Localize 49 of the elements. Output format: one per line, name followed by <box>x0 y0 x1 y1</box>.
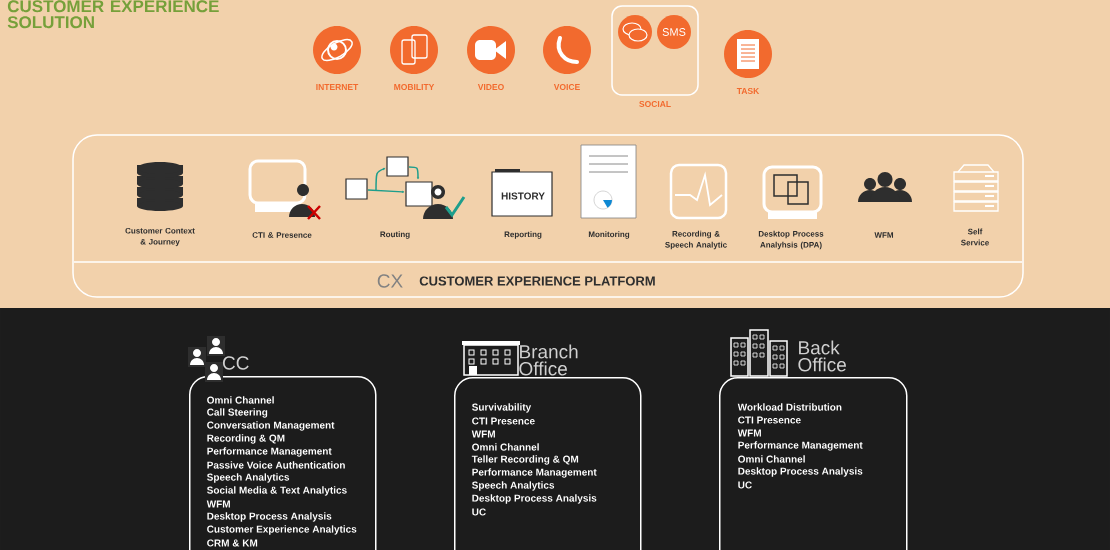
item-label: Routing <box>380 231 410 239</box>
title: CUSTOMER EXPERIENCE SOLUTION <box>7 0 219 29</box>
list-item: Desktop Process Analysis <box>738 467 863 477</box>
list-item: UC <box>472 508 486 516</box>
section-heading: Branch Office <box>519 344 578 376</box>
list-item: Speech Analytics <box>472 481 555 491</box>
list-item: Performance Management <box>738 441 863 451</box>
item-label: Monitoring <box>588 231 630 239</box>
list-item: Teller Recording & QM <box>471 455 579 465</box>
list-item: UC <box>738 481 752 489</box>
list-item: Workload Distribution <box>737 403 842 411</box>
channel-label: INTERNET <box>316 84 359 90</box>
list-item: Call Steering <box>207 408 268 418</box>
item-label: WFM <box>874 232 894 238</box>
list-item: WFM <box>206 500 230 508</box>
list-item: Speech Analytics <box>207 473 290 483</box>
group-label: SOCIAL <box>639 101 671 107</box>
list-item: CTI Presence <box>738 416 801 424</box>
list-item: Omni Channel <box>472 443 539 451</box>
list-item: Omni Channel <box>738 455 805 463</box>
item-label: CTI & Presence <box>252 232 312 238</box>
section-heading: Back Office <box>798 340 846 372</box>
list-item: Omni Channel <box>207 396 274 404</box>
item-label: Self Service <box>961 228 989 246</box>
list-item: Performance Management <box>472 468 597 478</box>
channel-label: VOICE <box>553 84 580 90</box>
list-item: Social Media & Text Analytics <box>207 486 347 496</box>
channel-label: MOBILITY <box>394 84 435 90</box>
item-label: Desktop Process Analyhsis (DPA) <box>758 230 824 250</box>
list-item: Desktop Process Analysis <box>207 512 332 522</box>
list-item: Survivability <box>472 403 532 413</box>
item-label: Customer Context & Journey <box>125 227 195 247</box>
platform-title: CUSTOMER EXPERIENCE PLATFORM <box>419 276 655 286</box>
section-heading: CC <box>222 356 249 370</box>
cx-mark: CX <box>377 274 403 288</box>
list-item: WFM <box>471 430 495 438</box>
list-item: Passive Voice Authentication <box>207 461 345 469</box>
list-item: Customer Experience Analytics <box>207 525 357 535</box>
list-item: Desktop Process Analysis <box>472 494 597 504</box>
channel-label: VIDEO <box>477 84 504 90</box>
list-item: Conversation Management <box>207 421 335 431</box>
channel-label: TASK <box>736 88 760 94</box>
list-item: Recording & QM <box>207 434 285 444</box>
list-item: WFM <box>737 429 761 437</box>
list-item: CTI Presence <box>472 417 535 425</box>
item-label: Recording & Speech Analytic <box>665 230 727 250</box>
list-item: Performance Management <box>207 447 332 457</box>
list-item: CRM & KM <box>207 539 258 547</box>
item-label: Reporting <box>504 231 542 239</box>
